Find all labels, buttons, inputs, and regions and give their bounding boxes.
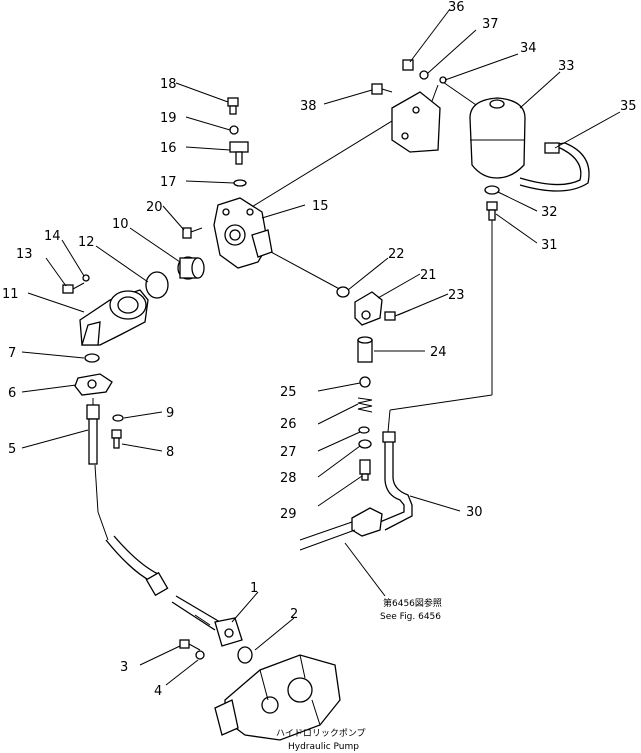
callout-6: 6 <box>8 386 16 401</box>
tube-5 <box>86 404 100 465</box>
fitting-31 <box>486 201 498 221</box>
pump-label-jp: ハイドロリックポンプ <box>276 728 366 739</box>
callout-19: 19 <box>160 111 177 126</box>
callout-38: 38 <box>300 99 317 114</box>
washer-4 <box>195 650 205 660</box>
washer-19 <box>229 125 239 135</box>
hose-assembly <box>105 535 221 631</box>
o-ring-2 <box>237 646 253 664</box>
o-ring-27 <box>358 426 370 434</box>
callout-4: 4 <box>154 684 162 699</box>
callout-18: 18 <box>160 77 177 92</box>
o-ring-12 <box>145 271 169 299</box>
callout-11: 11 <box>2 287 19 302</box>
bracket-34 <box>391 91 441 153</box>
callout-25: 25 <box>280 385 297 400</box>
callout-21: 21 <box>420 268 437 283</box>
fitting-29 <box>359 459 371 481</box>
o-ring-9 <box>112 414 124 422</box>
callout-37: 37 <box>482 17 499 32</box>
callout-13: 13 <box>16 247 33 262</box>
plug-25 <box>359 376 371 388</box>
callout-20: 20 <box>146 200 163 215</box>
callouts: 1 2 3 4 5 6 7 8 9 10 11 12 13 14 15 16 1… <box>2 0 637 699</box>
spring-26 <box>357 397 373 413</box>
washer-28 <box>358 439 372 449</box>
callout-3: 3 <box>120 660 128 675</box>
block-21 <box>354 291 383 326</box>
reference-note-jp: 第6456図参照 <box>383 597 442 609</box>
pipe-30 <box>299 431 413 551</box>
bolt-20 <box>182 227 203 239</box>
callout-35: 35 <box>620 99 637 114</box>
callout-9: 9 <box>166 406 174 421</box>
bolt-18 <box>227 97 239 115</box>
callout-7: 7 <box>8 346 16 361</box>
callout-34: 34 <box>520 41 537 56</box>
callout-24: 24 <box>430 345 447 360</box>
callout-31: 31 <box>541 238 558 253</box>
callout-26: 26 <box>280 417 297 432</box>
flange-1 <box>214 617 243 647</box>
reference-note-en: See Fig. 6456 <box>380 612 441 622</box>
filter-33 <box>469 97 526 179</box>
callout-30: 30 <box>466 505 483 520</box>
callout-2: 2 <box>290 607 298 622</box>
callout-10: 10 <box>112 217 129 232</box>
callout-17: 17 <box>160 175 177 190</box>
callout-28: 28 <box>280 471 297 486</box>
hydraulic-pump <box>214 654 341 741</box>
strainer-10 <box>177 256 205 280</box>
o-ring-7 <box>84 353 100 363</box>
flange-6 <box>74 373 113 396</box>
callout-22: 22 <box>388 247 405 262</box>
o-ring-32 <box>484 185 500 195</box>
elbow-16 <box>229 141 249 165</box>
callout-1: 1 <box>250 581 258 596</box>
callout-33: 33 <box>558 59 575 74</box>
o-ring-17 <box>233 179 247 187</box>
callout-16: 16 <box>160 141 177 156</box>
callout-27: 27 <box>280 445 297 460</box>
o-ring-22 <box>336 286 350 298</box>
callout-15: 15 <box>312 199 329 214</box>
bolt-38 <box>371 83 393 95</box>
callout-32: 32 <box>541 205 558 220</box>
bolt-13 <box>62 282 85 294</box>
callout-8: 8 <box>166 445 174 460</box>
callout-14: 14 <box>44 229 61 244</box>
callout-5: 5 <box>8 442 16 457</box>
leader-lines <box>21 8 621 686</box>
bolt-3 <box>179 639 201 651</box>
bolt-8 <box>111 429 122 449</box>
pump-label-en: Hydraulic Pump <box>288 742 359 752</box>
suction-elbow <box>79 289 149 346</box>
callout-23: 23 <box>448 288 465 303</box>
spacer-24 <box>357 336 373 363</box>
callout-12: 12 <box>78 235 95 250</box>
callout-29: 29 <box>280 507 297 522</box>
nut-36 <box>402 59 414 71</box>
washer-14 <box>82 274 90 282</box>
callout-36: 36 <box>448 0 465 15</box>
connection-lines <box>92 79 496 626</box>
hose-35 <box>519 142 590 192</box>
case-15 <box>213 197 273 269</box>
notes: 第6456図参照 See Fig. 6456 ハイドロリックポンプ Hydrau… <box>276 597 442 752</box>
washer-37 <box>419 70 429 80</box>
